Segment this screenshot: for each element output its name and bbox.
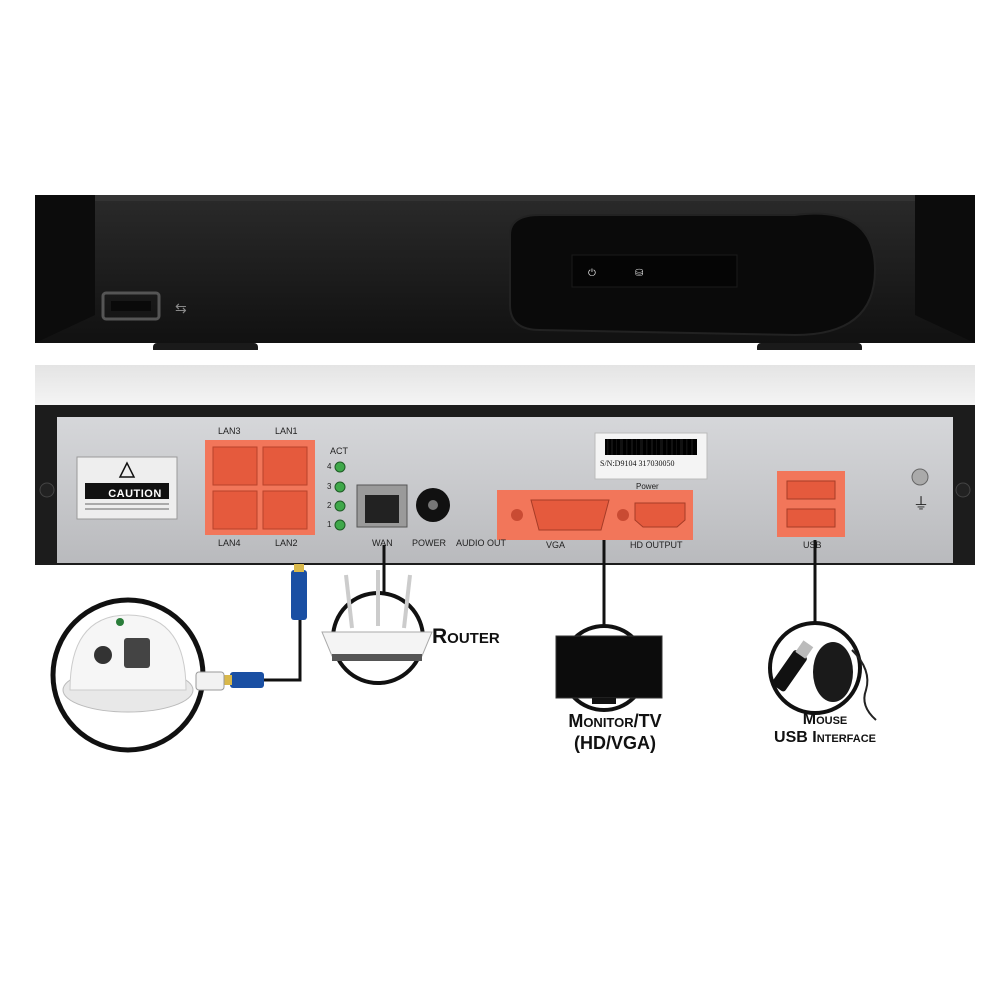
lan4-port[interactable] — [212, 490, 258, 530]
power-small-label: Power — [636, 482, 659, 491]
nvr-front-panel: ⇆ ⏻ ⛁ — [35, 195, 975, 350]
router-callout — [321, 570, 433, 685]
usb-label: USB — [803, 540, 822, 550]
monitor-label-line2: (HD/VGA) — [574, 733, 656, 753]
mouse-icon — [813, 642, 853, 702]
usb-dongle-icon — [772, 640, 814, 692]
lan2-label: LAN2 — [275, 538, 298, 548]
front-usb-port[interactable] — [101, 291, 161, 321]
camera-callout — [50, 597, 225, 753]
act-number-4: 4 — [327, 462, 332, 471]
monitor-label-line1: Monitor/TV — [568, 711, 662, 731]
monitor-icon — [555, 635, 663, 699]
mouse-label-line2: USB Interface — [774, 729, 876, 746]
ground-icon: ⏚ — [913, 495, 929, 513]
reflection-strip — [35, 365, 975, 405]
act-led-4 — [334, 461, 346, 473]
wan-port[interactable] — [356, 484, 408, 528]
act-led-3 — [334, 481, 346, 493]
front-status-window — [571, 254, 738, 288]
lan1-port[interactable] — [262, 446, 308, 486]
audio-out-label: AUDIO OUT — [456, 538, 507, 548]
act-led-1 — [334, 519, 346, 531]
caution-sticker — [76, 456, 178, 520]
act-number-1: 1 — [327, 520, 332, 529]
act-led-2 — [334, 500, 346, 512]
vga-port[interactable] — [511, 499, 629, 531]
power-led-icon: ⏻ — [588, 268, 596, 279]
usb-symbol-icon: ⇆ — [175, 300, 187, 316]
usb-port-top[interactable] — [786, 480, 836, 500]
camera-connector — [195, 671, 225, 691]
act-number-2: 2 — [327, 501, 332, 510]
lan3-port[interactable] — [212, 446, 258, 486]
mouse-callout — [768, 621, 877, 721]
hd-output-port[interactable] — [634, 502, 686, 528]
lan1-label: LAN1 — [275, 426, 298, 436]
act-label: ACT — [330, 446, 348, 456]
act-number-3: 3 — [327, 482, 332, 491]
lan2-port[interactable] — [262, 490, 308, 530]
lan3-label: LAN3 — [218, 426, 241, 436]
router-icon — [321, 631, 433, 657]
lan4-label: LAN4 — [218, 538, 241, 548]
ground-screw — [911, 468, 929, 486]
caution-label: CAUTION — [108, 488, 162, 500]
camera-cable — [262, 618, 302, 682]
power-label: POWER — [412, 538, 447, 548]
hdd-led-icon: ⛁ — [635, 268, 643, 279]
vga-label: VGA — [546, 540, 566, 550]
serial-sticker — [594, 432, 708, 480]
router-label: Router — [432, 625, 500, 648]
hd-output-label: HD OUTPUT — [630, 540, 683, 550]
wan-label: WAN — [372, 538, 393, 548]
rj45-plug-top — [291, 570, 307, 620]
nvr-rear-panel: ⏚ — [35, 405, 975, 565]
usb-port-bottom[interactable] — [786, 508, 836, 528]
rj45-plug-side — [230, 672, 264, 688]
serial-number: S/N:D9104 317030050 — [600, 459, 675, 468]
monitor-callout — [555, 624, 663, 712]
mouse-label-line1: Mouse — [802, 711, 848, 728]
